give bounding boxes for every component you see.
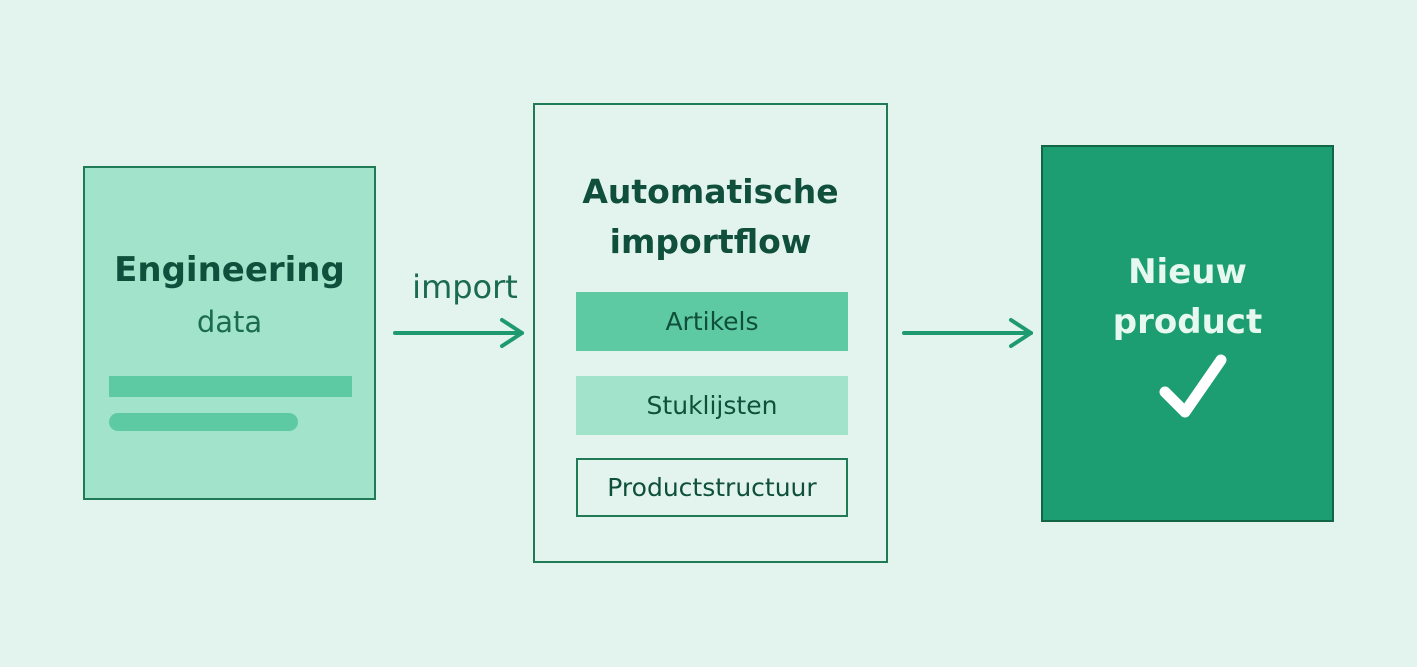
new-product-title-line1: Nieuw [1128,252,1247,292]
document-line-placeholder [109,376,352,397]
engineering-subtitle: data [196,305,263,339]
flow-item-stuklijsten: Stuklijsten [576,376,848,435]
checkmark-icon [1159,354,1227,418]
import-arrow-label: import [412,268,518,306]
new-product-box: Nieuw product [1041,145,1334,522]
engineering-data-box: Engineering data [83,166,376,500]
flow-item-productstructuur: Productstructuur [576,458,848,517]
import-flow-box: Automatische importflow Artikels Stuklij… [533,103,888,563]
import-flow-title-line2: importflow [609,222,812,261]
flow-item-artikels: Artikels [576,292,848,351]
import-flow-title: Automatische importflow [535,167,886,267]
new-product-title: Nieuw product [1043,247,1332,347]
import-arrow-icon [393,318,524,348]
engineering-title: Engineering [114,250,345,290]
import-flow-title-line1: Automatische [582,172,839,211]
new-product-title-line2: product [1112,302,1263,342]
document-line-placeholder-short [109,413,298,431]
output-arrow-icon [902,318,1033,348]
